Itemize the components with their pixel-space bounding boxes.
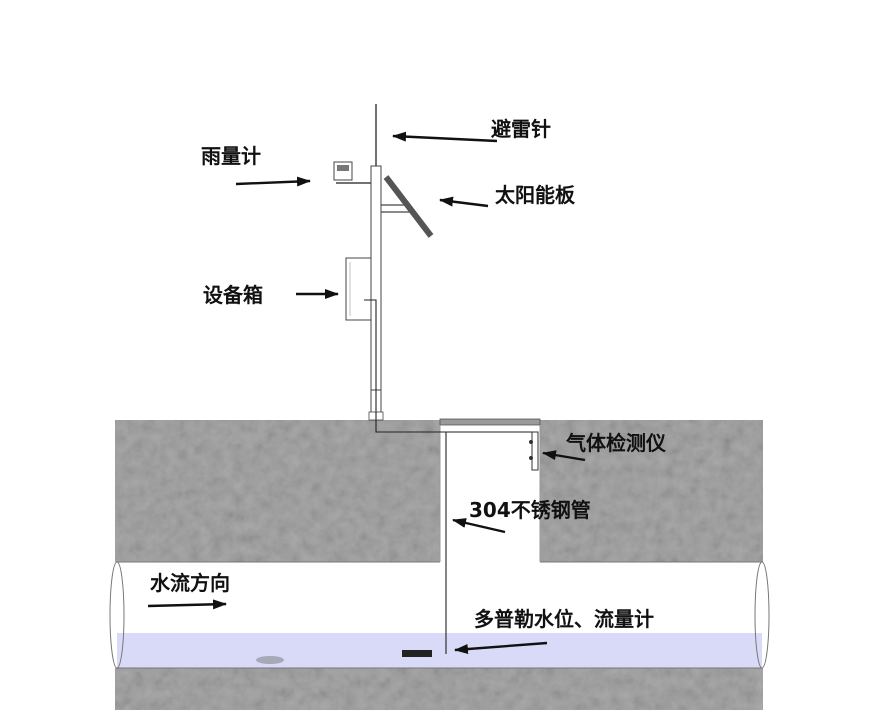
ground	[115, 420, 763, 710]
arrow-doppler-meter	[454, 641, 548, 654]
label-equipment-box: 设备箱	[203, 283, 263, 307]
signal-cable	[364, 299, 447, 654]
rain-gauge	[333, 161, 371, 184]
label-flow-direction: 水流方向	[150, 571, 230, 595]
solar-panel-board	[383, 175, 434, 238]
manhole-shaft	[439, 418, 541, 562]
solar-panel	[381, 175, 434, 238]
arrow-flow-direction	[147, 599, 227, 610]
gas-detector-sensor-1	[529, 440, 533, 444]
monitoring-pole	[333, 104, 447, 654]
arrow-gas-detector	[542, 450, 586, 462]
manhole-cover	[439, 418, 541, 426]
label-rain-gauge: 雨量计	[201, 144, 261, 168]
arrow-lightning-rod	[392, 131, 498, 143]
arrow-rain-gauge	[235, 176, 311, 187]
arrow-solar-panel	[439, 196, 489, 208]
callout-arrows	[147, 131, 586, 654]
label-steel-pipe: 304不锈钢管	[469, 498, 591, 522]
gas-detector-body	[531, 431, 539, 471]
ground-lower	[115, 668, 763, 710]
labels: 避雷针 雨量计 太阳能板 设备箱 气体检测仪 304不锈钢管 水流方向 多普勒水…	[150, 117, 667, 631]
rain-gauge-funnel	[337, 165, 349, 171]
pipe-left-end	[109, 561, 125, 669]
gas-detector	[529, 431, 539, 471]
label-lightning-rod: 避雷针	[491, 117, 551, 141]
label-gas-detector: 气体检测仪	[565, 431, 667, 455]
sewer-pipe	[109, 561, 770, 669]
doppler-sensor	[402, 650, 432, 657]
label-doppler-meter: 多普勒水位、流量计	[474, 607, 654, 631]
gas-detector-sensor-2	[529, 456, 533, 460]
label-solar-panel: 太阳能板	[495, 183, 576, 207]
arrow-steel-pipe	[452, 518, 506, 534]
pipe-shadow	[256, 656, 284, 664]
pipe-right-end	[754, 561, 770, 669]
ground-upper	[115, 420, 763, 562]
equipment-box	[345, 257, 372, 321]
water-layer	[117, 633, 762, 668]
